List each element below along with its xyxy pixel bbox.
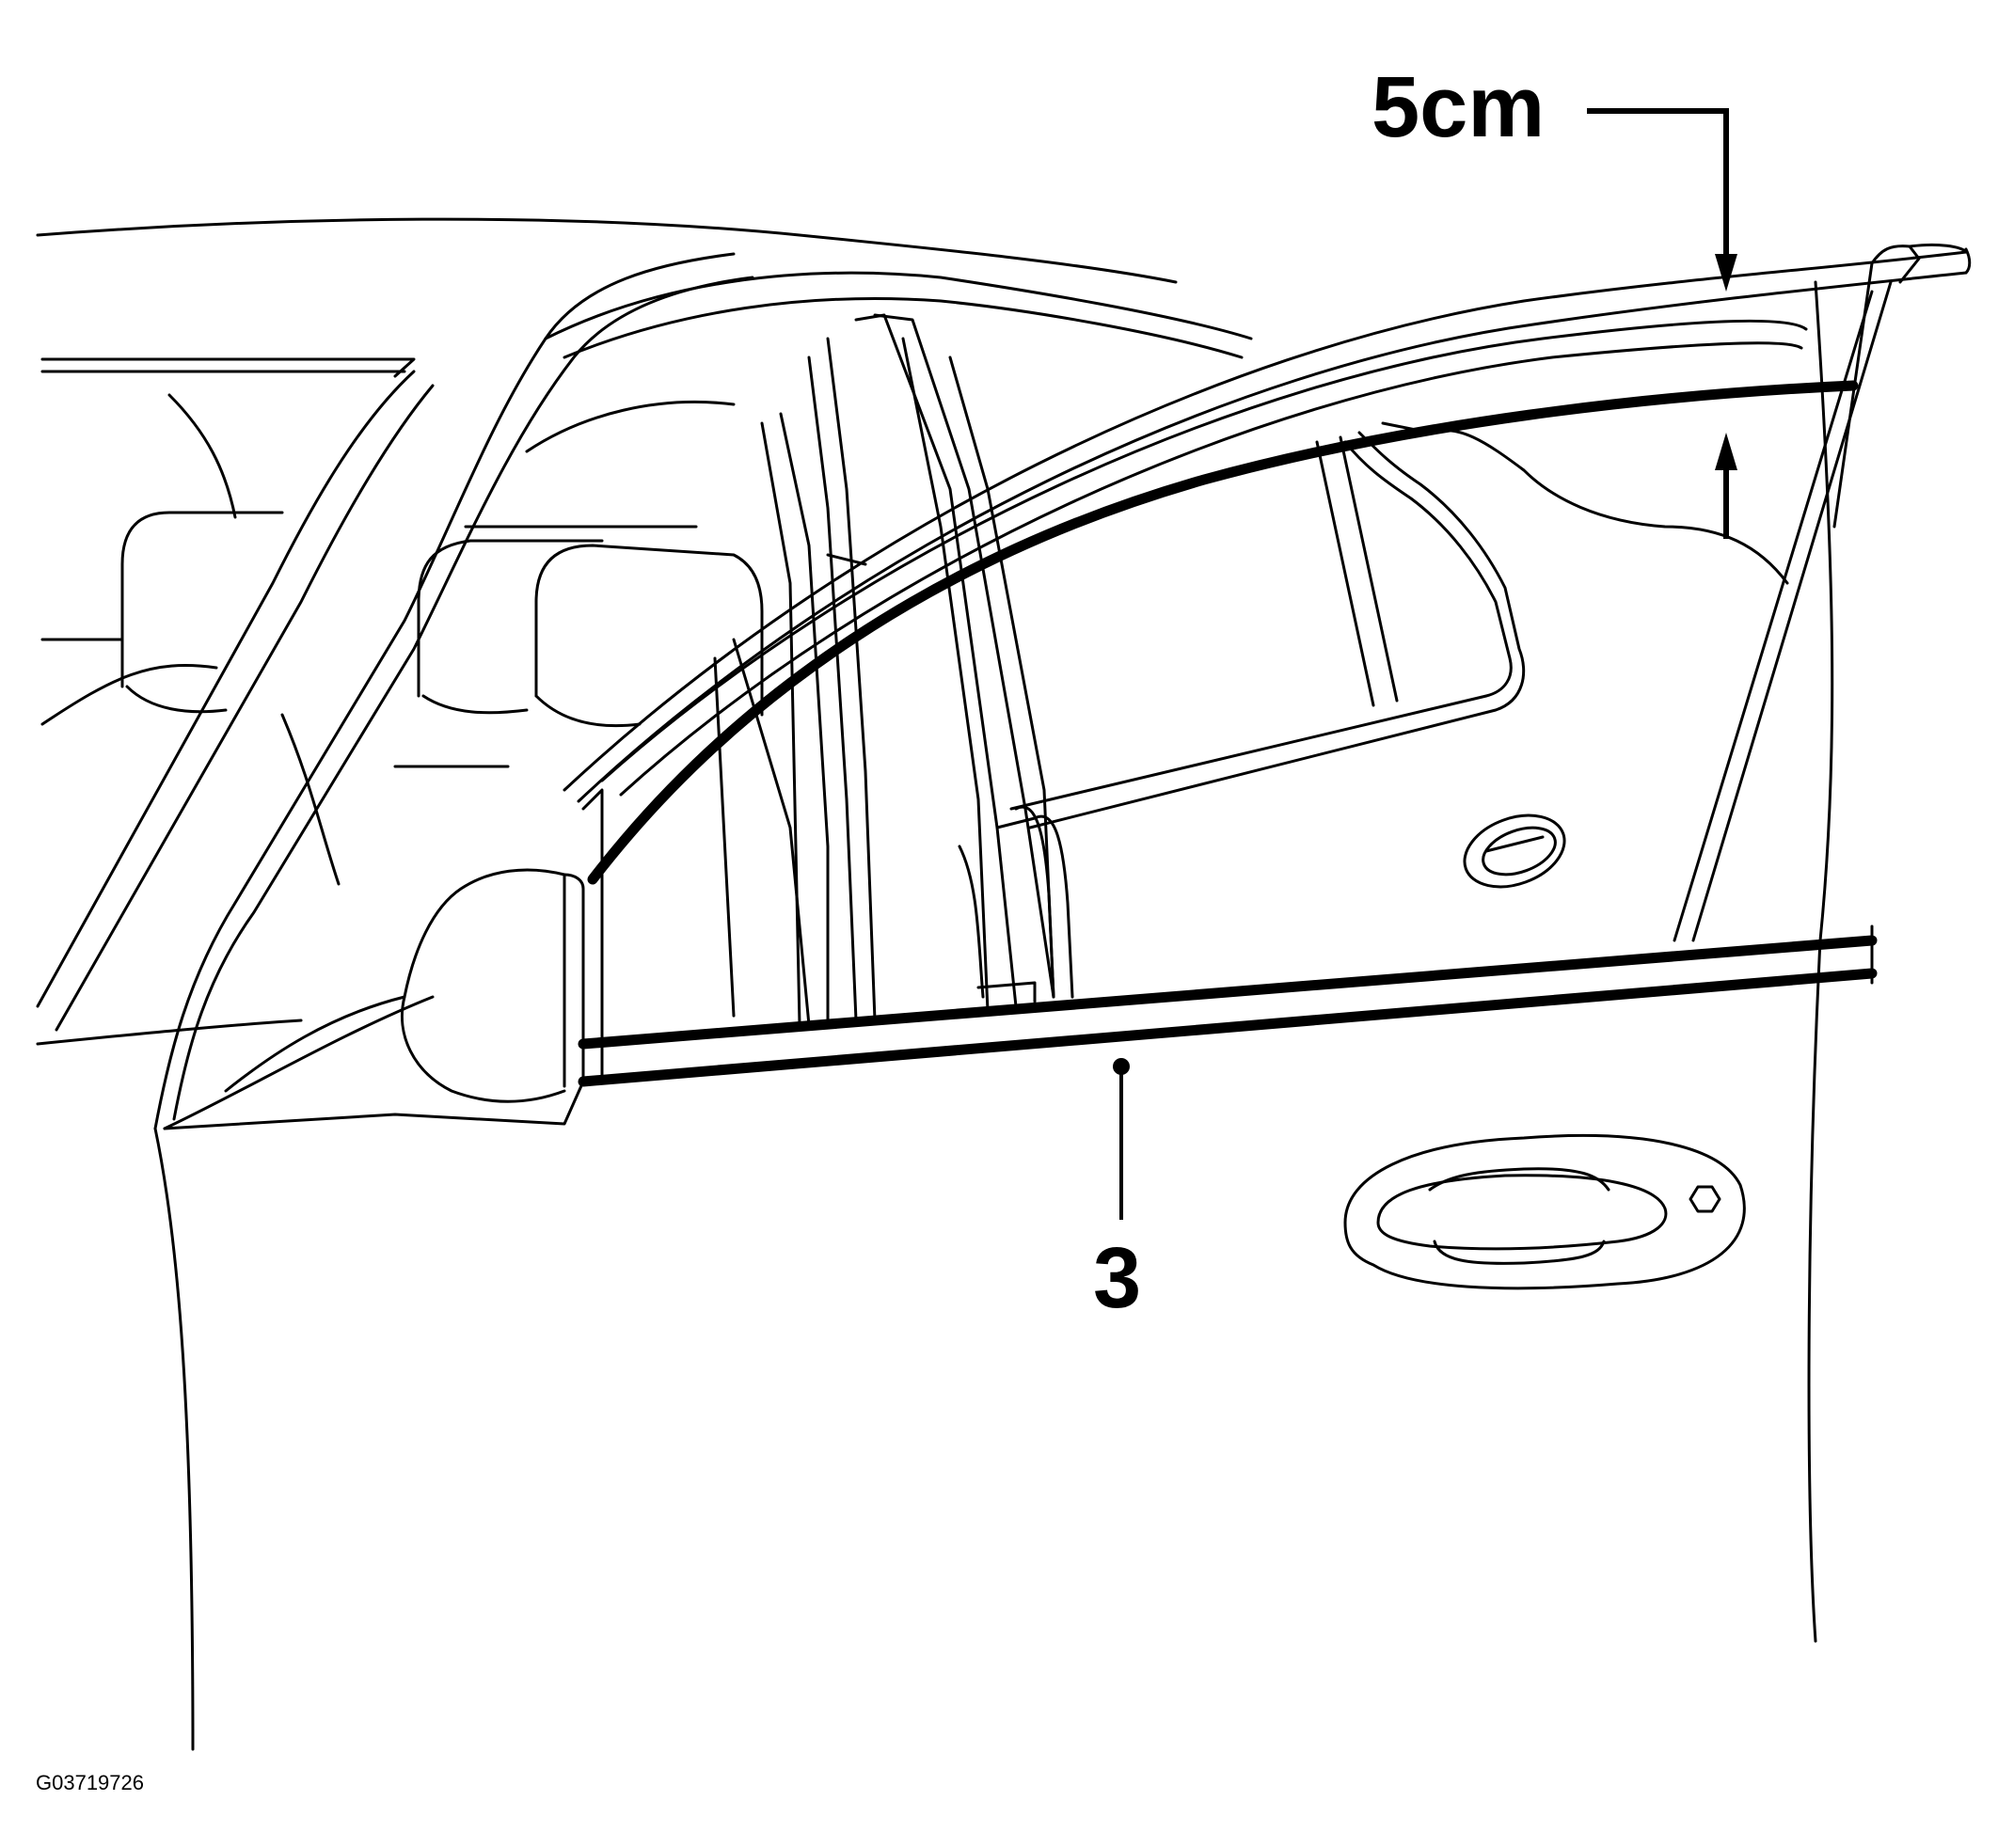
window-molding-top: [587, 380, 1859, 885]
dimension-arrow-top: [1587, 108, 1737, 292]
belt-molding: [578, 924, 1878, 1087]
a-pillar: [36, 252, 754, 1130]
dimension-arrow-bottom: [1715, 433, 1737, 539]
roof-outline: [36, 217, 1178, 378]
b-pillar: [760, 313, 1055, 1027]
door-frame: [153, 245, 1921, 1751]
rear-door-handle: [1463, 813, 1566, 889]
rear-window-frame: [1381, 280, 1893, 942]
front-door-handle: [1343, 1133, 1746, 1290]
seat-cushions: [36, 553, 985, 1046]
seat-headrest-left: [40, 393, 284, 726]
seat-headrest-center: [417, 400, 764, 728]
callout-leader: [1113, 1058, 1130, 1220]
dimension-label: 5cm: [1372, 59, 1545, 155]
figure-id: G03719726: [36, 1771, 144, 1794]
callout-label: 3: [1093, 1230, 1141, 1326]
rear-door-window: [976, 431, 1526, 1003]
side-mirror: [163, 788, 604, 1130]
